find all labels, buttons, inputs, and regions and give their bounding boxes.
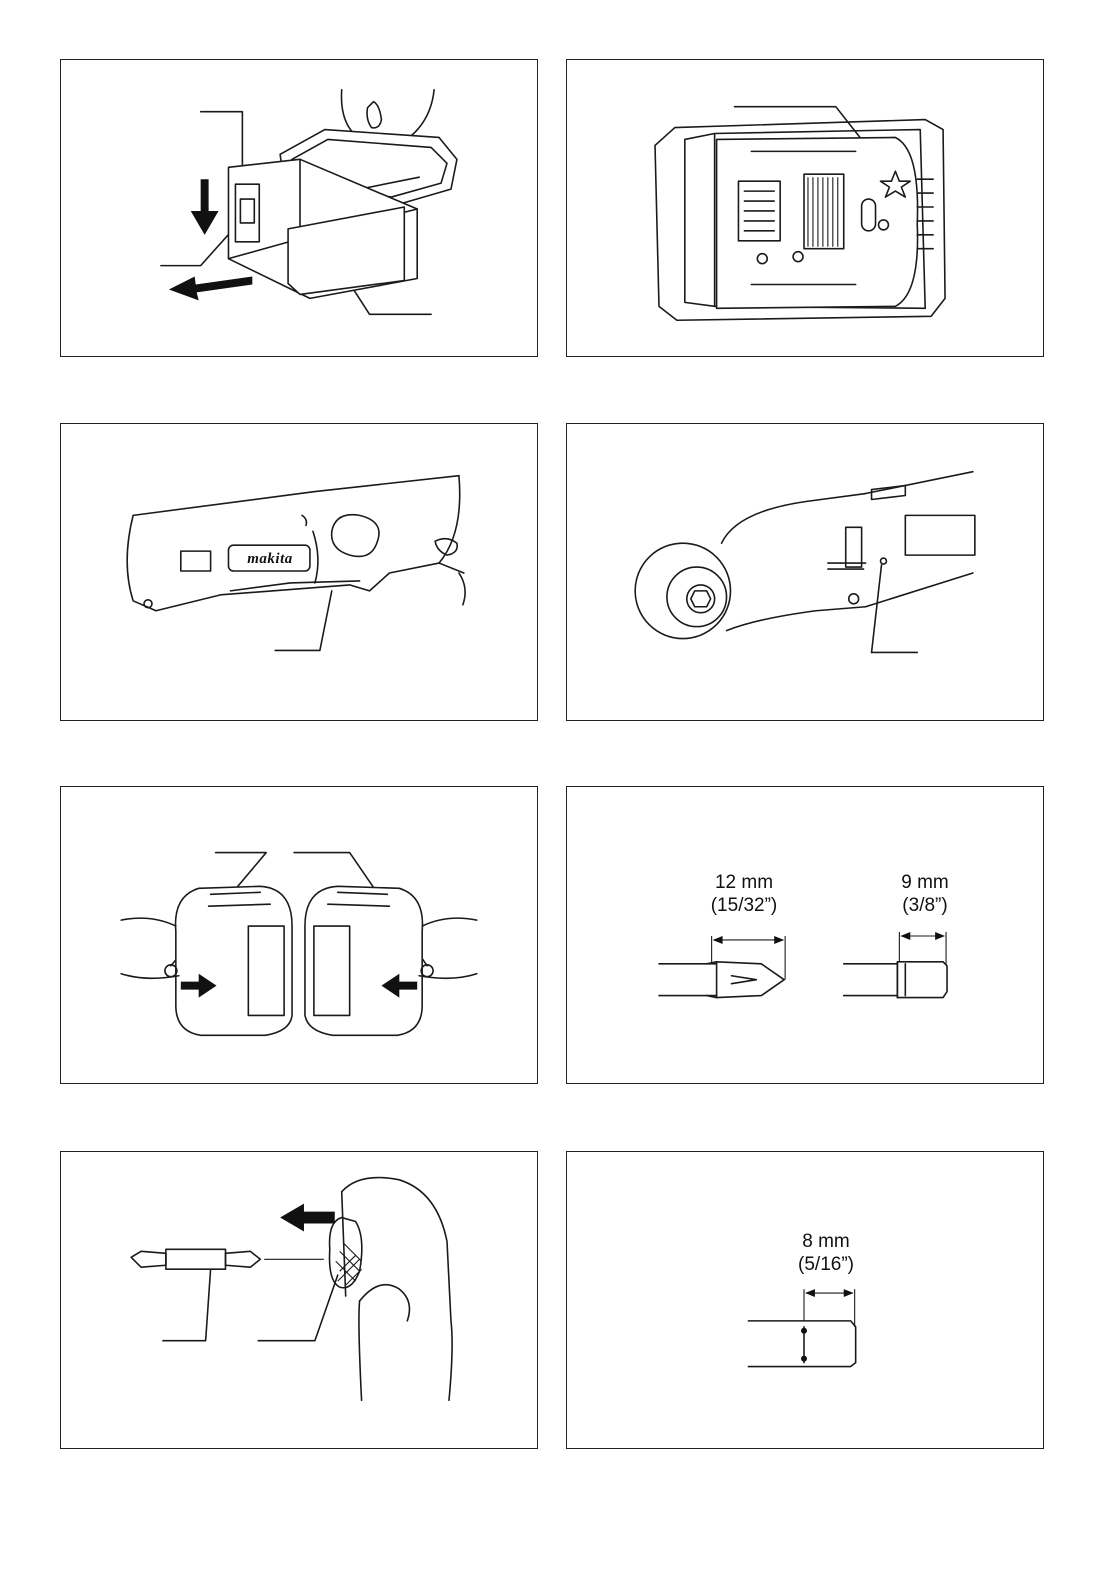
- leader-line: [258, 1275, 337, 1341]
- dimension-metric: 8 mm: [773, 1230, 879, 1253]
- arrow-down-icon: [191, 179, 219, 235]
- battery-star-illustration: [567, 60, 1043, 356]
- figure-tool-body: makita: [60, 423, 538, 721]
- figure-bit-dimensions: 12 mm (15/32”) 9 mm (3/8”): [566, 786, 1044, 1084]
- makita-logo: makita: [233, 548, 307, 570]
- dimension-label-12mm: 12 mm (15/32”): [689, 871, 799, 917]
- dimension-metric: 12 mm: [689, 871, 799, 894]
- leader-line: [275, 591, 332, 651]
- bit-shank-illustration: [567, 1152, 1043, 1448]
- dimension-label-8mm: 8 mm (5/16”): [773, 1230, 879, 1276]
- battery-hands-illustration: [61, 787, 537, 1083]
- battery-removal-illustration: [61, 60, 537, 356]
- figure-battery-removal: [60, 59, 538, 357]
- arrow-left-icon: [280, 1204, 335, 1232]
- dimension-imperial: (5/16”): [773, 1253, 879, 1276]
- dimension-imperial: (15/32”): [689, 894, 799, 917]
- figure-bit-insertion: [60, 1151, 538, 1449]
- bit-dimensions-illustration: [567, 787, 1043, 1083]
- figure-bit-shank: 8 mm (5/16”): [566, 1151, 1044, 1449]
- leader-line: [872, 565, 882, 652]
- figure-battery-star: [566, 59, 1044, 357]
- dimension-metric: 9 mm: [875, 871, 975, 894]
- arrow-left-icon: [169, 277, 252, 301]
- figure-angle-head: [566, 423, 1044, 721]
- dimension-label-9mm: 9 mm (3/8”): [875, 871, 975, 917]
- bit-insertion-illustration: [61, 1152, 537, 1448]
- leader-line: [163, 1269, 211, 1341]
- angle-head-illustration: [567, 424, 1043, 720]
- figure-battery-hands: [60, 786, 538, 1084]
- dimension-imperial: (3/8”): [875, 894, 975, 917]
- tool-body-illustration: [61, 424, 537, 720]
